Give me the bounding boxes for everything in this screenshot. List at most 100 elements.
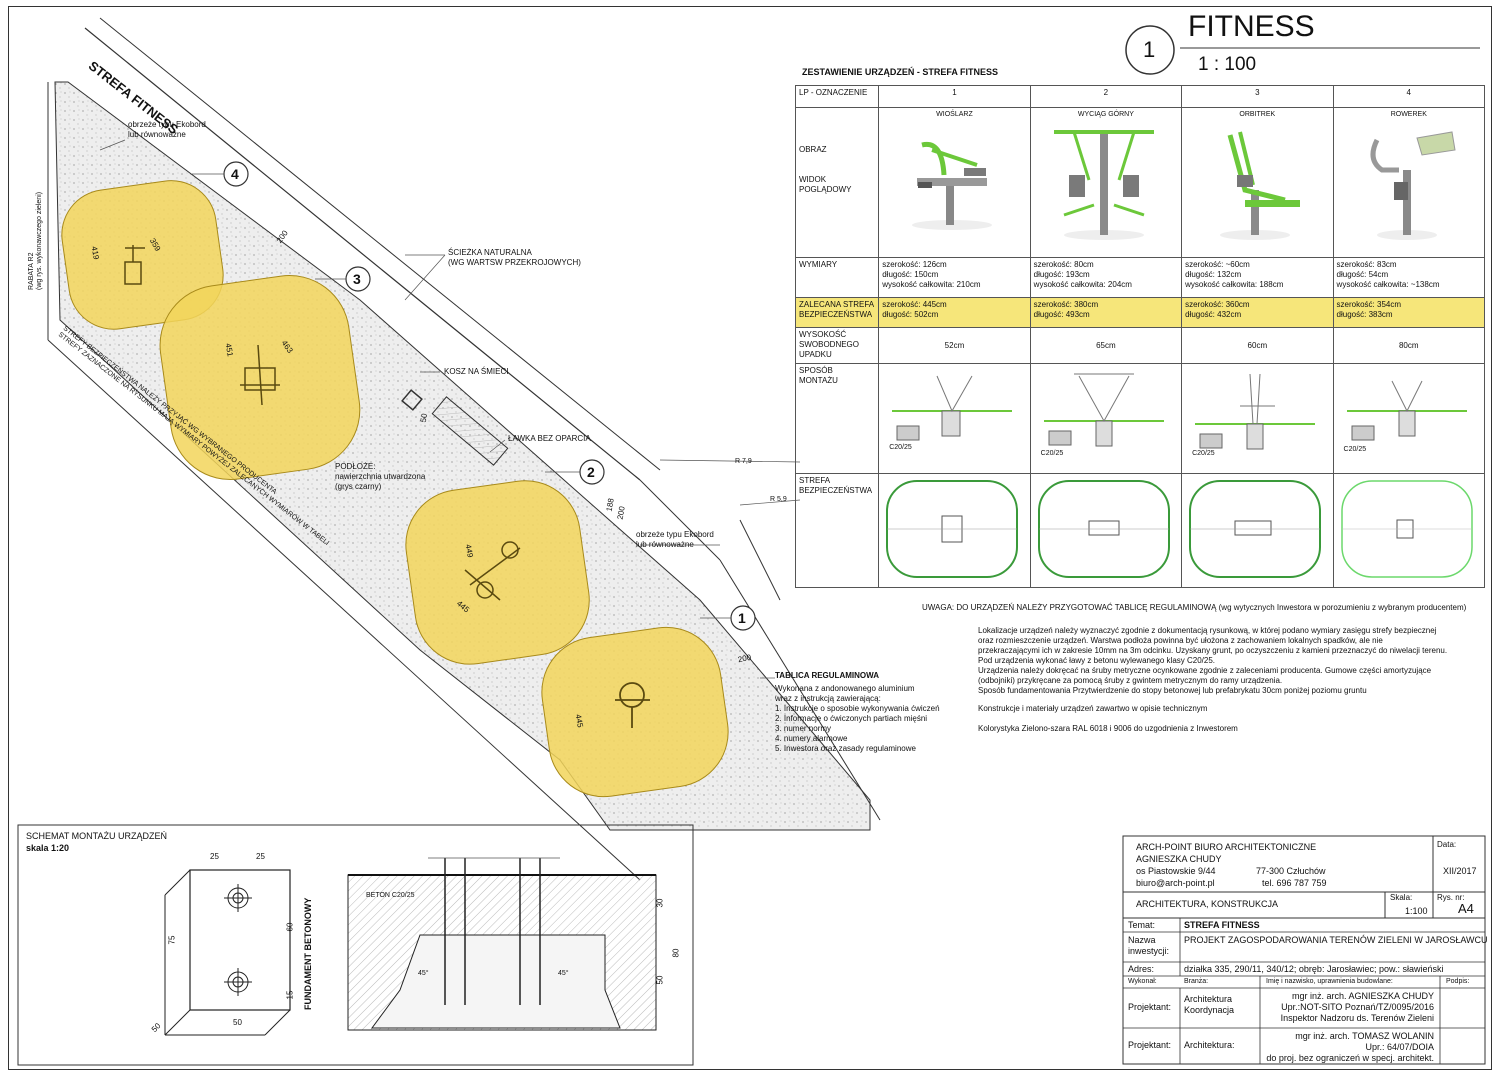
dim-445-b: 445 xyxy=(573,713,585,729)
safety-zone-4 xyxy=(61,180,224,330)
note-surface: PODŁOŻE: nawierzchnia utwardzona (grys c… xyxy=(335,462,426,491)
tb-podpis: Podpis: xyxy=(1446,978,1470,985)
dim-h60: 60 xyxy=(285,922,295,932)
zone-sketch-4 xyxy=(1340,480,1473,578)
tb-discipline: ARCHITEKTURA, KONSTRUKCJA xyxy=(1136,899,1279,909)
equipment-symbol-1 xyxy=(615,682,650,728)
dim-s30: 30 xyxy=(655,898,665,908)
note-ekobord-top: obrzeże typu Ekobord lub równoważne xyxy=(128,120,206,139)
item-2-zone: szerokość: 380cm długość: 493cm xyxy=(1029,297,1183,328)
equipment-symbol-4 xyxy=(124,245,145,285)
board-title: TABLICA REGULAMINOWA xyxy=(775,671,879,680)
board-text: Wykonana z andonowanego aluminium wraz z… xyxy=(775,684,940,753)
tb-owner: AGNIESZKA CHUDY xyxy=(1136,854,1222,864)
item-3-dims: szerokość: ~60cm długość: 132cm wysokość… xyxy=(1181,257,1334,298)
marker-1: 1 xyxy=(738,610,746,626)
row-label-obraz: OBRAZ xyxy=(799,145,827,154)
exercise-bike-image xyxy=(1370,131,1456,240)
note-rabata: RABATA R2 (wg rys. wykonawczego zieleni) xyxy=(28,191,43,290)
tb-scale-label: Skala: xyxy=(1390,893,1413,902)
orbitrek-image xyxy=(1220,131,1301,240)
notes-paragraph-1: Lokalizacje urządzeń należy wyznaczyć zg… xyxy=(978,626,1448,695)
concrete-label-4: C20/25 xyxy=(1343,446,1367,453)
item-1-zone: szerokość: 445cm długość: 502cm xyxy=(878,297,1031,328)
dim-451: 451 xyxy=(223,342,235,358)
tb-topic: STREFA FITNESS xyxy=(1184,920,1260,930)
tb-date: XII/2017 xyxy=(1443,866,1477,876)
tb-branza-1: Architektura Koordynacja xyxy=(1184,994,1235,1015)
note-ekobord-right: obrzeże typu Ekobord lub równoważne xyxy=(636,530,714,549)
dim-w25-b: 25 xyxy=(256,852,265,861)
tb-date-label: Data: xyxy=(1437,840,1457,849)
title-number: 1 xyxy=(1143,37,1156,62)
item-2-fall: 65cm xyxy=(1029,327,1183,364)
mounting-sketch-3 xyxy=(1195,373,1316,450)
zone-sketch-3 xyxy=(1189,480,1322,578)
angle-45-b: 45° xyxy=(558,970,569,977)
tb-email: biuro@arch-point.pl xyxy=(1136,878,1215,888)
tb-imie: Imię i nazwisko, uprawnienia budowlane: xyxy=(1266,978,1393,985)
dim-h15: 15 xyxy=(285,990,295,1000)
dim-419: 419 xyxy=(89,245,101,261)
tb-drawing-no-label: Rys. nr: xyxy=(1437,893,1465,902)
dim-w50: 50 xyxy=(233,1018,242,1027)
notes-paragraph-2: Konstrukcje i materiały urządzeń zawartw… xyxy=(978,704,1208,713)
item-4-no: 4 xyxy=(1332,85,1486,108)
tb-branza-2: Architektura: xyxy=(1184,1040,1235,1050)
anchor-bolt-symbol xyxy=(224,884,252,996)
row-label-strefa: ZALECANA STREFA BEZPIECZEŃSTWA xyxy=(794,297,880,328)
marker-4: 4 xyxy=(231,166,239,182)
note-bin: KOSZ NA ŚMIECI xyxy=(444,367,509,376)
marker-3: 3 xyxy=(353,271,361,287)
item-1-no: 1 xyxy=(878,85,1031,108)
foundation-label: FUNDAMENT BETONOWY xyxy=(303,897,313,1010)
row-label-montaz: SPOSÓB MONTAŻU xyxy=(794,363,880,474)
safety-zone-2 xyxy=(405,480,590,665)
equipment-symbol-3 xyxy=(240,344,280,406)
mounting-title: SCHEMAT MONTAŻU URZĄDZEŃ xyxy=(26,831,167,841)
item-4-fall: 80cm xyxy=(1332,327,1486,364)
row-label-lp: LP - OZNACZENIE xyxy=(794,85,880,108)
tb-city: 77-300 Człuchów xyxy=(1256,866,1326,876)
concrete-label-3: C20/25 xyxy=(1192,450,1215,457)
foundation-plan-box xyxy=(189,869,291,1011)
tb-address-label: Adres: xyxy=(1128,964,1155,974)
mounting-sketch-2 xyxy=(1043,373,1164,447)
concrete-label-2: C20/25 xyxy=(1040,450,1064,457)
dim-w25-a: 25 xyxy=(210,852,219,861)
zone-border-line xyxy=(84,27,641,481)
dim-50: 50 xyxy=(418,412,430,424)
bench-symbol xyxy=(431,396,509,466)
item-1-name: WIOŚLARZ xyxy=(936,111,973,118)
tb-branza: Branża: xyxy=(1184,978,1209,985)
tb-phone: tel. 696 787 759 xyxy=(1262,878,1327,888)
title-block xyxy=(1122,835,1486,1065)
tb-person-2: mgr inż. arch. TOMASZ WOLANIN Upr.: 64/0… xyxy=(1266,1031,1434,1063)
concrete-section-label: BETON C20/25 xyxy=(366,892,415,899)
tb-investment-label: Nazwa inwestycji: xyxy=(1128,935,1170,956)
safety-zone-1 xyxy=(541,626,729,798)
mounting-scale: skala 1:20 xyxy=(26,843,70,853)
tb-drawing-no: A4 xyxy=(1458,901,1474,916)
tb-address1: os Piastowskie 9/44 xyxy=(1136,866,1216,876)
dim-h75: 75 xyxy=(167,935,177,945)
equipment-symbol-2 xyxy=(464,541,521,601)
lat-pulldown-image xyxy=(1053,130,1154,240)
item-4-zone: szerokość: 354cm długość: 383cm xyxy=(1332,297,1486,328)
item-3-zone: szerokość: 360cm długość: 432cm xyxy=(1181,297,1334,328)
row-label-wymiary: WYMIARY xyxy=(794,257,880,298)
angle-45-a: 45° xyxy=(418,970,429,977)
item-3-fall: 60cm xyxy=(1181,327,1334,364)
item-3-no: 3 xyxy=(1181,85,1334,108)
dim-449: 449 xyxy=(463,543,475,559)
item-2-no: 2 xyxy=(1029,85,1183,108)
mounting-scheme-frame xyxy=(17,824,694,1066)
item-1-fall: 52cm xyxy=(878,327,1031,364)
warning-note: UWAGA: DO URZĄDZEŃ NALEŻY PRZYGOTOWAĆ TA… xyxy=(922,603,1467,612)
tb-scale: 1:100 xyxy=(1405,906,1428,916)
zone-sketch-2 xyxy=(1037,480,1170,578)
title-number-circle xyxy=(1125,25,1175,75)
dim-s50: 50 xyxy=(655,975,665,985)
title-word: FITNESS xyxy=(1188,10,1315,43)
